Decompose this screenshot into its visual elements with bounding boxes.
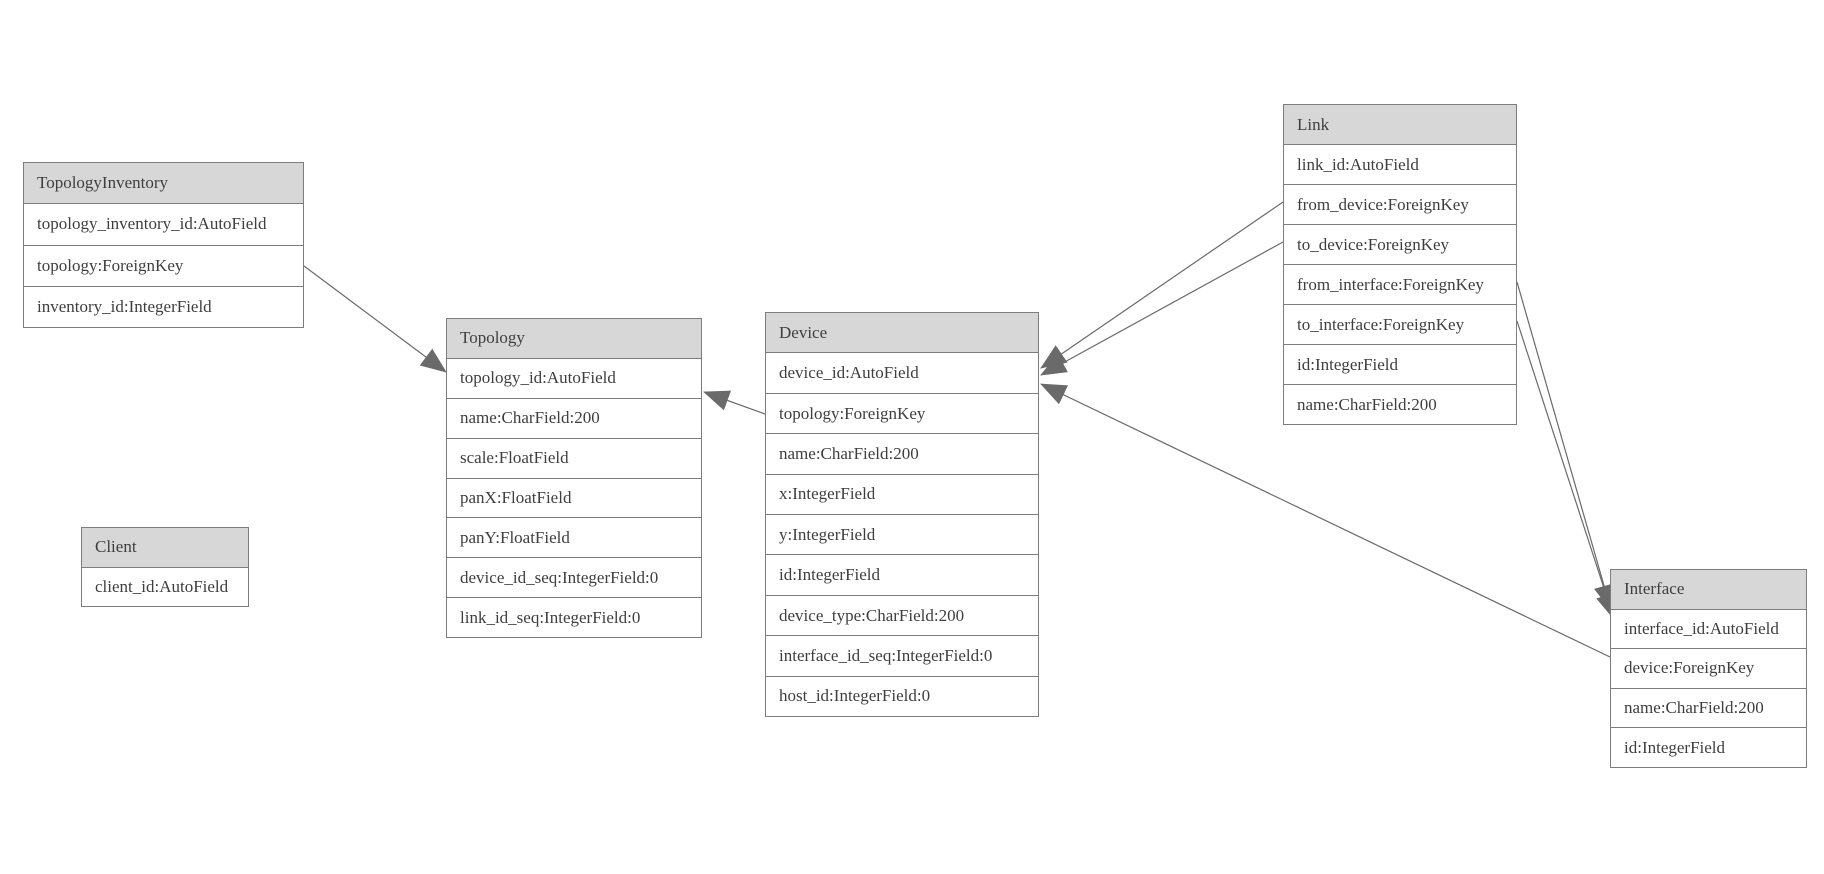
field-row: id:IntegerField: [1284, 345, 1516, 385]
field-row: to_interface:ForeignKey: [1284, 305, 1516, 345]
field-row: interface_id_seq:IntegerField:0: [766, 636, 1038, 677]
relationship-link-from_device-to-device: [1040, 201, 1284, 369]
field-row: inventory_id:IntegerField: [24, 286, 303, 327]
relationship-topologyinventory-topology-to-topology: [303, 265, 447, 373]
field-row: device_type:CharField:200: [766, 595, 1038, 637]
entity-title-interface: Interface: [1611, 570, 1806, 610]
field-row: from_interface:ForeignKey: [1284, 265, 1516, 305]
entity-title-link: Link: [1284, 105, 1516, 145]
field-row: device_id:AutoField: [766, 353, 1038, 394]
relationship-link-to_device-to-device: [1040, 241, 1284, 376]
field-row: name:CharField:200: [1611, 688, 1806, 729]
field-row: link_id_seq:IntegerField:0: [447, 598, 701, 637]
entity-title-device: Device: [766, 313, 1038, 354]
field-row: from_device:ForeignKey: [1284, 185, 1516, 225]
field-row: name:CharField:200: [1284, 385, 1516, 424]
field-row: interface_id:AutoField: [1611, 609, 1806, 650]
field-row: y:IntegerField: [766, 515, 1038, 556]
field-row: device_id_seq:IntegerField:0: [447, 558, 701, 599]
entity-title-topologyinventory: TopologyInventory: [24, 163, 303, 205]
field-row: panX:FloatField: [447, 478, 701, 519]
entity-title-topology: Topology: [447, 319, 701, 359]
relationship-interface-device-to-device: [1040, 383, 1611, 658]
field-row: topology:ForeignKey: [766, 393, 1038, 435]
field-row: host_id:IntegerField:0: [766, 676, 1038, 717]
relationship-link-from_interface-to-interface: [1516, 281, 1615, 611]
field-row: device:ForeignKey: [1611, 649, 1806, 689]
entity-title-client: Client: [82, 528, 248, 568]
field-row: to_device:ForeignKey: [1284, 225, 1516, 265]
field-row: topology_id:AutoField: [447, 358, 701, 399]
field-row: id:IntegerField: [1611, 728, 1806, 767]
field-row: topology_inventory_id:AutoField: [24, 204, 303, 246]
field-row: name:CharField:200: [447, 398, 701, 439]
field-row: link_id:AutoField: [1284, 145, 1516, 185]
field-row: topology:ForeignKey: [24, 245, 303, 287]
field-row: panY:FloatField: [447, 518, 701, 559]
field-row: id:IntegerField: [766, 555, 1038, 596]
field-row: scale:FloatField: [447, 438, 701, 479]
relationship-link-to_interface-to-interface: [1516, 320, 1617, 620]
field-row: x:IntegerField: [766, 474, 1038, 516]
field-row: name:CharField:200: [766, 434, 1038, 475]
relationship-device-topology-to-topology: [703, 390, 766, 415]
field-row: client_id:AutoField: [82, 567, 248, 606]
